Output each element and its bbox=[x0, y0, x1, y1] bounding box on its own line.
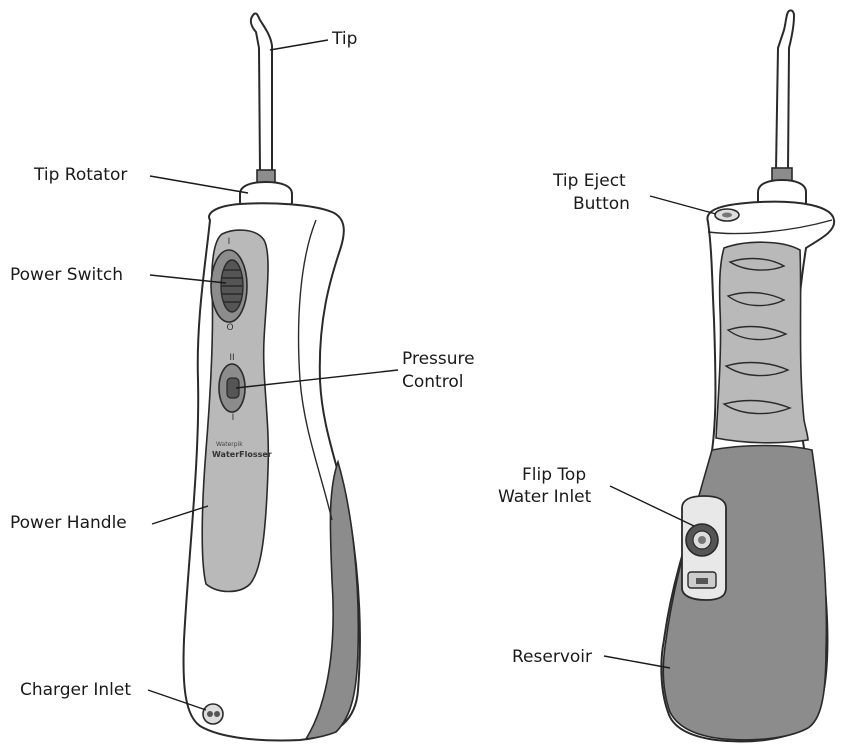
label-flip-top-line2: Water Inlet bbox=[498, 487, 592, 507]
leader-tip bbox=[269, 39, 329, 51]
leader-pressure-control bbox=[235, 369, 399, 389]
leader-flip-top bbox=[609, 485, 695, 527]
back-grip-panel bbox=[715, 241, 809, 444]
label-flip-top-line1: Flip Top bbox=[522, 465, 586, 485]
label-tip-eject-line1: Tip Eject bbox=[552, 171, 626, 191]
pressure-control[interactable] bbox=[218, 363, 246, 413]
label-tip-eject-line2: Button bbox=[573, 194, 630, 214]
pressure-low-mark: I bbox=[232, 413, 235, 423]
back-tip-base bbox=[757, 179, 807, 205]
power-switch[interactable] bbox=[210, 249, 248, 323]
leader-reservoir bbox=[603, 655, 671, 669]
label-tip: Tip bbox=[331, 29, 357, 49]
power-off-mark: O bbox=[226, 323, 233, 333]
front-side-seam bbox=[297, 219, 333, 521]
flip-top-water-inlet[interactable] bbox=[681, 495, 727, 601]
brand-logo-line2: WaterFlosser bbox=[212, 450, 272, 459]
power-on-mark: I bbox=[228, 237, 231, 247]
leader-tip-rotator bbox=[149, 175, 249, 194]
brand-logo-line1: Waterpik bbox=[216, 441, 243, 448]
label-power-switch: Power Switch bbox=[10, 265, 123, 285]
label-power-handle: Power Handle bbox=[10, 513, 127, 533]
back-view-device bbox=[660, 9, 836, 743]
front-view-device: I O II I Waterpik WaterFlosser bbox=[182, 12, 361, 742]
charger-inlet[interactable] bbox=[202, 703, 224, 725]
leader-power-handle bbox=[151, 505, 209, 525]
label-pressure-control-line2: Control bbox=[402, 372, 463, 392]
label-pressure-control-line1: Pressure bbox=[402, 349, 475, 369]
grip-ridges bbox=[722, 257, 792, 415]
leader-charger-inlet bbox=[147, 689, 207, 711]
leader-power-switch bbox=[149, 274, 227, 284]
label-reservoir: Reservoir bbox=[512, 647, 592, 667]
front-tip bbox=[249, 12, 273, 173]
leader-tip-eject bbox=[649, 195, 717, 215]
back-top-cap bbox=[707, 219, 833, 235]
label-tip-rotator: Tip Rotator bbox=[33, 165, 127, 185]
back-tip bbox=[775, 9, 795, 171]
label-charger-inlet: Charger Inlet bbox=[20, 680, 131, 700]
front-side-stripe bbox=[304, 459, 360, 740]
pressure-high-mark: II bbox=[229, 353, 234, 363]
